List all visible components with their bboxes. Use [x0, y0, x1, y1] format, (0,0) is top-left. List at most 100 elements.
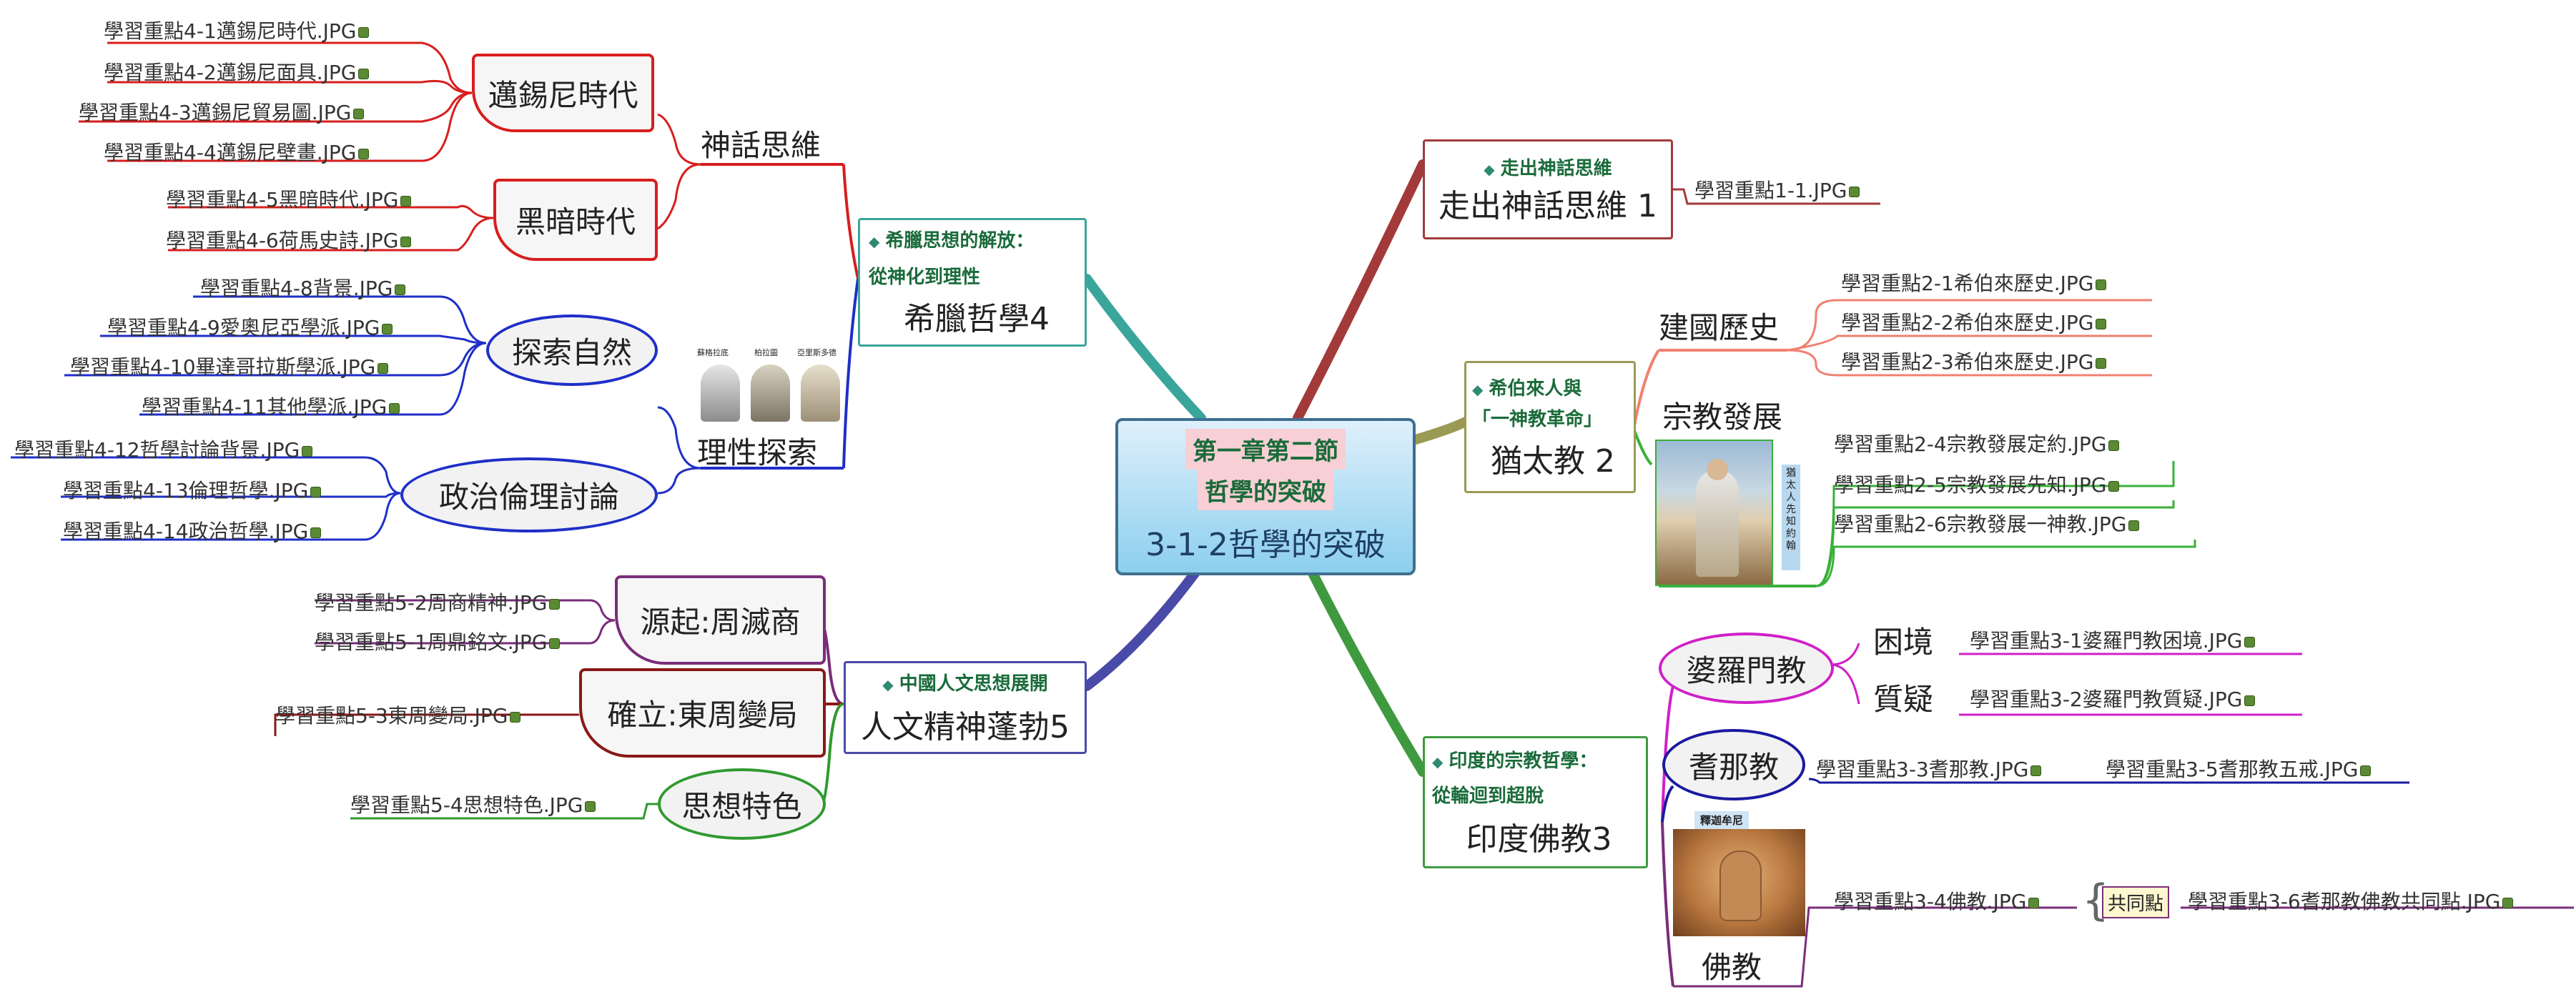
topic-rational-inquiry[interactable]: 理性探索	[697, 435, 818, 470]
leaf-5-3[interactable]: 學習重點5-3東周變局.JPG	[275, 700, 521, 729]
leaf-4-9[interactable]: 學習重點4-9愛奧尼亞學派.JPG	[107, 312, 393, 341]
topic-jainism[interactable]: 耆那教	[1662, 729, 1805, 800]
topic-mycenaean-age[interactable]: 邁錫尼時代	[472, 54, 654, 132]
leaf-4-1[interactable]: 學習重點4-1邁錫尼時代.JPG	[104, 16, 370, 44]
branch-5-sub: 中國人文思想展開	[899, 673, 1048, 695]
topic-eastern-zhou[interactable]: 確立:東周變局	[579, 668, 826, 758]
leaf-2-2[interactable]: 學習重點2-2希伯來歷史.JPG	[1841, 307, 2107, 336]
attachment-icon	[358, 68, 370, 79]
leaf-3-3[interactable]: 學習重點3-3耆那教.JPG	[1816, 754, 2042, 783]
center-subtitle-line2: 哲學的突破	[1198, 470, 1333, 510]
topic-brahmanism[interactable]: 婆羅門教	[1659, 633, 1834, 704]
topic-thought-features[interactable]: 思想特色	[658, 768, 826, 840]
branch-1-node[interactable]: ◆走出神話思維 走出神話思維 1	[1423, 139, 1673, 239]
center-title: 3-1-2哲學的突破	[1145, 527, 1386, 563]
branch-4-sub1: 希臘思想的解放：	[885, 230, 1035, 252]
attachment-icon	[353, 108, 365, 119]
attachment-icon	[358, 26, 370, 38]
leaf-2-1[interactable]: 學習重點2-1希伯來歷史.JPG	[1841, 268, 2107, 297]
leaf-3-4[interactable]: 學習重點3-4佛教.JPG	[1834, 886, 2040, 915]
leaf-5-1[interactable]: 學習重點5-1周鼎銘文.JPG	[315, 627, 561, 655]
leaf-2-4[interactable]: 學習重點2-4宗教發展定約.JPG	[1834, 429, 2120, 457]
leaf-3-2[interactable]: 學習重點3-2婆羅門教質疑.JPG	[1970, 684, 2256, 713]
leaf-4-14[interactable]: 學習重點4-14政治哲學.JPG	[63, 516, 322, 545]
attachment-icon	[400, 236, 412, 247]
topic-origin-zhou[interactable]: 源起:周滅商	[615, 575, 826, 665]
topic-religious-development[interactable]: 宗教發展	[1662, 400, 1783, 435]
leaf-4-3[interactable]: 學習重點4-3邁錫尼貿易圖.JPG	[79, 97, 365, 126]
leaf-4-8[interactable]: 學習重點4-8背景.JPG	[200, 273, 406, 302]
topic-political-ethics[interactable]: 政治倫理討論	[400, 457, 658, 532]
leaf-2-3[interactable]: 學習重點2-3希伯來歷史.JPG	[1841, 347, 2107, 375]
leaf-4-2[interactable]: 學習重點4-2邁錫尼面具.JPG	[104, 57, 370, 86]
topic-buddhism[interactable]: 佛教	[1702, 950, 1762, 985]
attachment-icon	[2096, 357, 2107, 369]
central-topic[interactable]: 第一章第二節 哲學的突破 3-1-2哲學的突破	[1115, 418, 1416, 575]
attachment-icon	[549, 638, 561, 649]
attachment-icon	[377, 362, 389, 374]
branch-2-sub2: 「一神教革命」	[1472, 408, 1603, 430]
leaf-3-1[interactable]: 學習重點3-1婆羅門教困境.JPG	[1970, 625, 2256, 654]
subtopic-dilemma[interactable]: 困境	[1873, 625, 1934, 660]
leaf-2-5[interactable]: 學習重點2-5宗教發展先知.JPG	[1834, 470, 2120, 498]
prophet-head	[1707, 459, 1728, 480]
philosophers-image[interactable]: 蘇格拉底 柏拉圖 亞里斯多德	[697, 343, 847, 425]
philosopher-portrait-1	[701, 364, 740, 422]
leaf-4-10[interactable]: 學習重點4-10畢達哥拉斯學派.JPG	[70, 352, 389, 380]
leaf-2-6[interactable]: 學習重點2-6宗教發展一神教.JPG	[1834, 509, 2140, 537]
branch-2-node[interactable]: ◆希伯來人與 「一神教革命」 猶太教 2	[1464, 361, 1636, 493]
branch-1-title: 走出神話思維 1	[1438, 187, 1657, 224]
diamond-bullet-icon: ◆	[1472, 380, 1484, 398]
subtopic-doubt[interactable]: 質疑	[1873, 682, 1934, 717]
philosopher-portrait-3	[801, 364, 840, 422]
diamond-bullet-icon: ◆	[882, 675, 894, 693]
leaf-3-5[interactable]: 學習重點3-5耆那教五戒.JPG	[2106, 754, 2372, 783]
buddha-image[interactable]	[1673, 829, 1805, 936]
attachment-icon	[2108, 480, 2120, 492]
attachment-icon	[2096, 279, 2107, 290]
attachment-icon	[2096, 318, 2107, 329]
prophet-caption: 猶太人先知約翰	[1782, 465, 1800, 570]
branch-3-node[interactable]: ◆印度的宗教哲學： 從輪迴到超脫 印度佛教3	[1423, 736, 1648, 868]
common-points-label[interactable]: 共同點	[2102, 886, 2170, 918]
branch-5-node[interactable]: ◆ 中國人文思想展開 人文精神蓬勃5	[844, 661, 1087, 754]
leaf-4-13[interactable]: 學習重點4-13倫理哲學.JPG	[63, 475, 322, 504]
attachment-icon	[2108, 440, 2120, 451]
attachment-icon	[2030, 765, 2042, 776]
philosopher-caption-1: 蘇格拉底	[697, 348, 729, 357]
leaf-3-6[interactable]: 學習重點3-6耆那教佛教共同點.JPG	[2188, 886, 2514, 915]
leaf-1-1[interactable]: 學習重點1-1.JPG	[1694, 175, 1860, 204]
attachment-icon	[2502, 897, 2514, 908]
branch-4-node[interactable]: ◆希臘思想的解放： 從神化到理性 希臘哲學4	[858, 218, 1087, 347]
prophet-image[interactable]	[1655, 440, 1773, 586]
attachment-icon	[2360, 765, 2372, 776]
attachment-icon	[400, 195, 412, 207]
attachment-icon	[310, 527, 322, 538]
topic-founding-history[interactable]: 建國歷史	[1659, 310, 1780, 345]
leaf-4-11[interactable]: 學習重點4-11其他學派.JPG	[142, 392, 400, 420]
branch-2-sub1: 希伯來人與	[1489, 377, 1582, 400]
leaf-4-4[interactable]: 學習重點4-4邁錫尼壁畫.JPG	[104, 137, 370, 166]
attachment-icon	[2244, 695, 2256, 706]
attachment-icon	[302, 445, 313, 457]
attachment-icon	[382, 323, 393, 334]
topic-exploring-nature[interactable]: 探索自然	[486, 314, 658, 386]
topic-dark-age[interactable]: 黑暗時代	[493, 179, 658, 261]
branch-5-title: 人文精神蓬勃5	[861, 708, 1070, 745]
leaf-4-12[interactable]: 學習重點4-12哲學討論背景.JPG	[14, 435, 313, 463]
center-subtitle-line1: 第一章第二節	[1185, 429, 1346, 470]
topic-mythical-thinking[interactable]: 神話思維	[701, 128, 821, 163]
philosopher-caption-3: 亞里斯多德	[797, 348, 837, 357]
branch-4-sub2: 從神化到理性	[869, 267, 981, 288]
leaf-5-4[interactable]: 學習重點5-4思想特色.JPG	[350, 790, 596, 818]
attachment-icon	[2128, 520, 2140, 531]
buddha-caption: 釋迦牟尼	[1694, 811, 1750, 829]
attachment-icon	[585, 800, 596, 812]
attachment-icon	[510, 711, 521, 723]
attachment-icon	[549, 598, 561, 610]
leaf-4-5[interactable]: 學習重點4-5黑暗時代.JPG	[166, 184, 412, 213]
attachment-icon	[389, 402, 400, 414]
leaf-4-6[interactable]: 學習重點4-6荷馬史詩.JPG	[166, 225, 412, 254]
leaf-5-2[interactable]: 學習重點5-2周商精神.JPG	[315, 587, 561, 616]
